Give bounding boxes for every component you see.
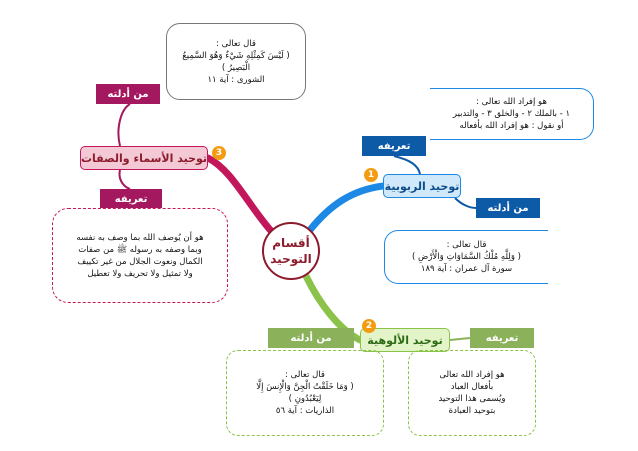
box-line: قال تعالى : <box>446 240 487 250</box>
center-line2: التوحيد <box>270 252 312 266</box>
tag-uluhiyyah-definition: تعريفه <box>470 328 534 348</box>
number-badge-1: 1 <box>364 168 378 182</box>
box-asma-definition: هو أن يُوصف الله بما وصف به نفسه وبما وص… <box>52 208 228 303</box>
box-asma-evidence: قال تعالى : ( لَيْسَ كَمِثْلِهِ شَيْءٌ و… <box>166 23 306 100</box>
branch-uluhiyyah: توحيد الألوهية <box>360 328 450 352</box>
box-line: قال تعالى : <box>216 38 256 49</box>
connector-rub-definition <box>393 155 421 175</box>
box-line: الذاريات : آية ٥٦ <box>275 406 335 416</box>
connector-center-rububiyyah <box>306 182 387 234</box>
tag-asma-definition: تعريفه <box>100 189 162 209</box>
branch-asma-wasifat: توحيد الأسماء والصفات <box>80 146 208 170</box>
tag-asma-evidence: من أدلته <box>96 84 160 104</box>
box-line: لِيَعْبُدُونِ ) <box>288 394 322 404</box>
tag-rububiyyah-evidence: من أدلته <box>476 198 540 218</box>
box-rububiyyah-evidence: قال تعالى : ( وَلِلَّهِ مُلْكُ السَّمَاو… <box>384 230 548 284</box>
box-line: هو إفراد الله تعالى <box>439 370 505 380</box>
box-line: هو أن يُوصف الله بما وصف به نفسه <box>76 232 204 243</box>
box-line: هو إفراد الله تعالى : <box>476 97 547 107</box>
center-line1: أقسام <box>272 236 310 250</box>
box-uluhiyyah-evidence: قال تعالى : ( وَمَا خَلَقْتُ الْجِنَّ وَ… <box>226 350 384 436</box>
tag-uluhiyyah-evidence: من أدلته <box>268 328 354 348</box>
box-uluhiyyah-definition: هو إفراد الله تعالى بأفعال العباد ويُسمى… <box>408 350 536 436</box>
box-line: الْبَصِيرُ ) <box>221 62 251 73</box>
box-line: سورة آل عمران : آية ١٨٩ <box>420 264 513 274</box>
number-badge-3: 3 <box>212 146 226 160</box>
connector-ulu-evidence <box>353 337 361 341</box>
box-line: ( وَمَا خَلَقْتُ الْجِنَّ وَالْإِنسَ إِل… <box>256 382 354 392</box>
box-line: قال تعالى : <box>285 370 325 380</box>
box-rububiyyah-definition: هو إفراد الله تعالى : ١ - بالملك ٢ - وال… <box>430 88 594 140</box>
branch-rububiyyah: توحيد الربوبية <box>383 174 461 198</box>
connector-ulu-definition <box>449 337 471 341</box>
box-line: الكمال ونعوت الجلال من غير تكييف <box>77 256 203 267</box>
number-badge-2: 2 <box>362 319 376 333</box>
connector-rub-evidence <box>454 197 477 209</box>
box-line: ويُسمى هذا التوحيد <box>438 394 506 404</box>
box-line: بأفعال العباد <box>450 382 494 392</box>
box-line: وبما وصفه به رسوله ﷺ من صفات <box>78 244 202 255</box>
box-line: ( لَيْسَ كَمِثْلِهِ شَيْءٌ وَهُوَ السَّم… <box>182 50 290 61</box>
center-node: أقسام التوحيد <box>262 222 320 280</box>
box-line: الشورى : آية ١١ <box>207 74 265 85</box>
box-line: أو نقول : هو إفراد الله بأفعاله <box>459 121 564 131</box>
box-line: بتوحيد العبادة <box>448 406 496 416</box>
connector-asma-definition <box>118 169 131 190</box>
connector-center-uluhiyyah <box>302 272 364 344</box>
connector-center-asma <box>204 154 276 236</box>
box-line: ١ - بالملك ٢ - والخلق ٣ - والتدبير <box>452 109 571 119</box>
box-line: ( وَلِلَّهِ مُلْكُ السَّمَاوَاتِ وَالْأَ… <box>412 252 521 262</box>
connector-asma-evidence <box>117 103 131 147</box>
tag-rububiyyah-definition: تعريفه <box>362 136 426 156</box>
box-line: ولا تمثيل ولا تحريف ولا تعطيل <box>87 268 193 279</box>
